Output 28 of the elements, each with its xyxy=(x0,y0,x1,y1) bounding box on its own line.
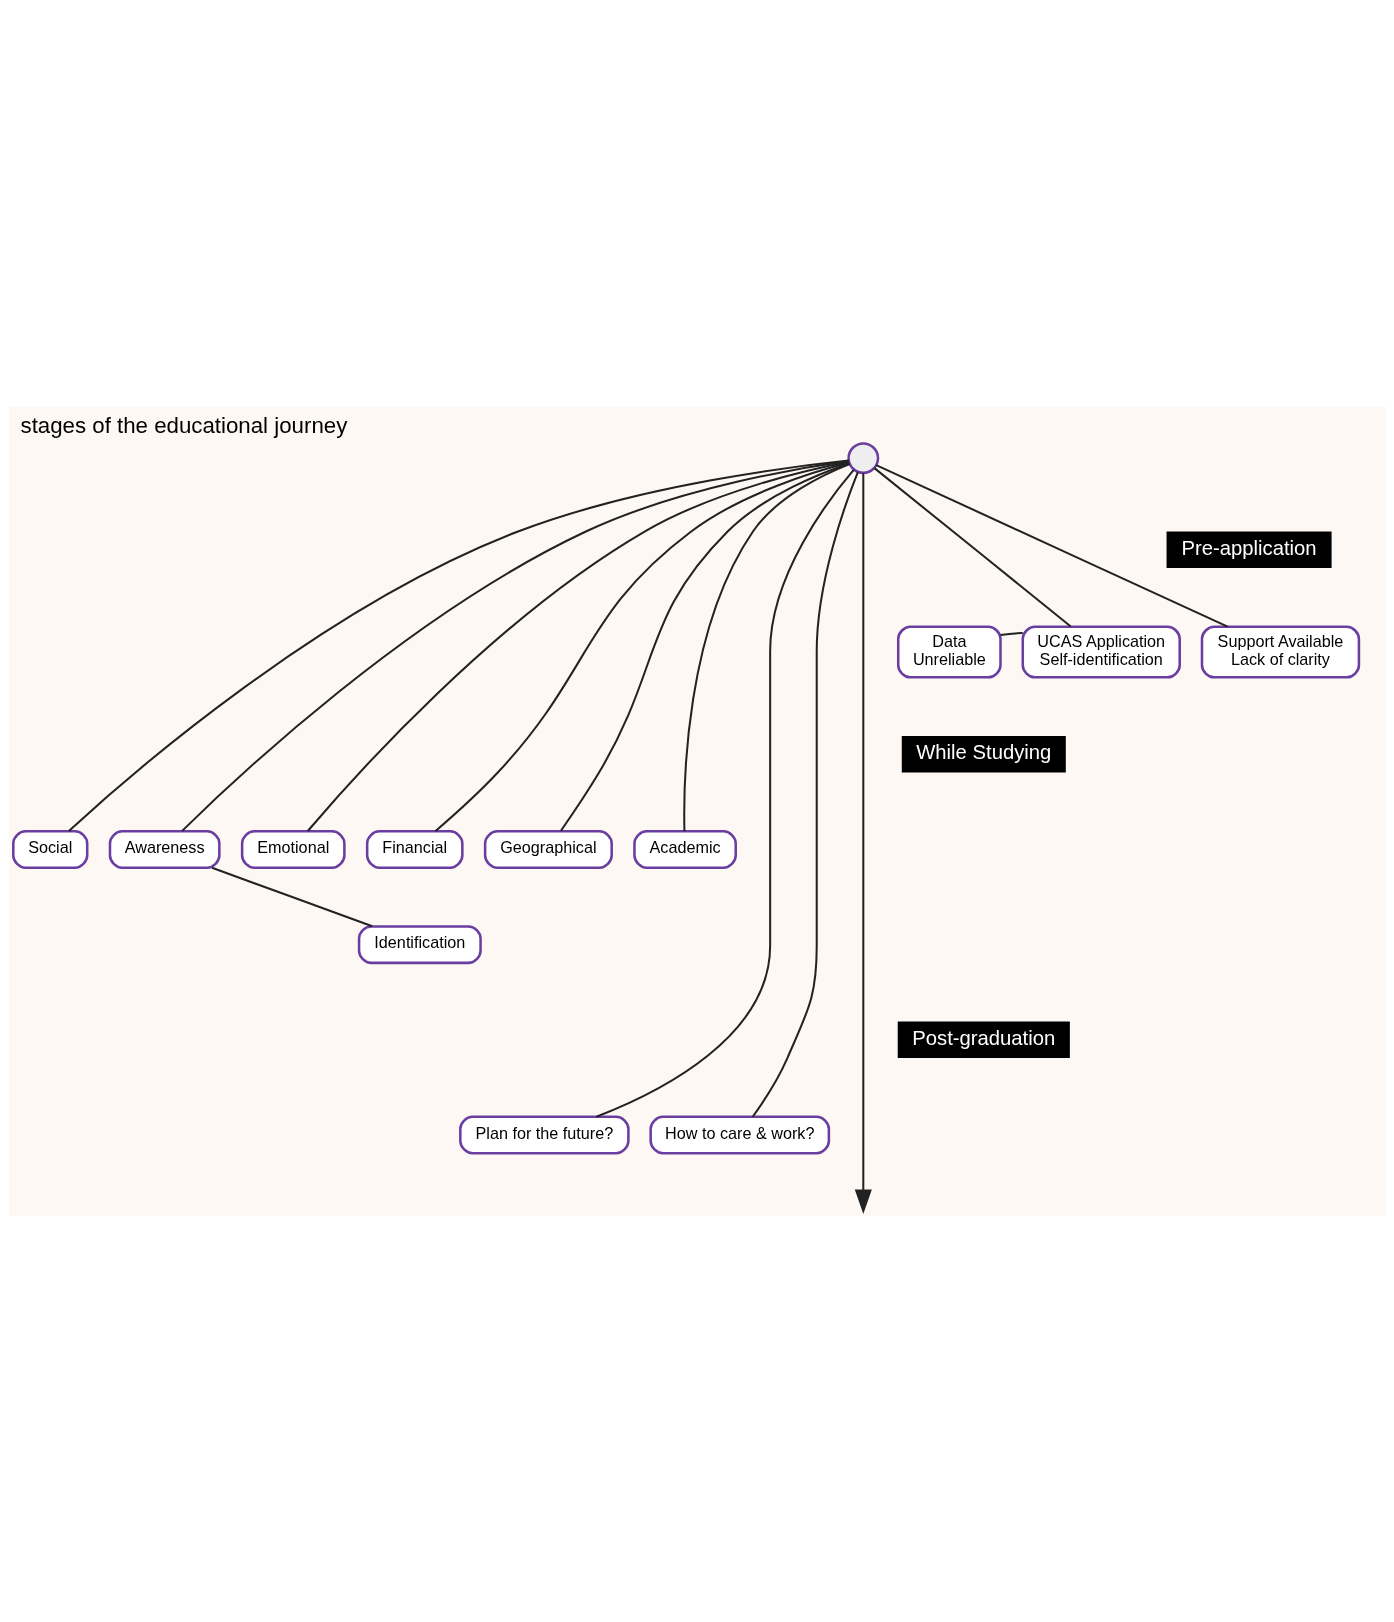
node-box: Financial xyxy=(365,829,464,869)
connector xyxy=(434,461,849,832)
connector xyxy=(595,468,854,1118)
connector xyxy=(875,463,1228,628)
connector xyxy=(559,462,850,832)
node-box: Awareness xyxy=(108,829,221,869)
arrow xyxy=(854,472,872,1214)
node-box: Data Unreliable xyxy=(896,624,1002,679)
node-box: Academic xyxy=(632,829,737,869)
node-box: Social xyxy=(11,829,88,869)
node-box: Support Available Lack of clarity xyxy=(1200,624,1360,679)
node-circle xyxy=(846,441,879,474)
node-box: Emotional xyxy=(240,829,346,869)
label: Pre-application xyxy=(1181,536,1317,559)
connector xyxy=(751,471,859,1117)
node-box: How to care & work? xyxy=(648,1115,830,1154)
connector xyxy=(682,462,850,831)
label: While Studying xyxy=(915,740,1051,763)
node-box: Identification xyxy=(357,924,482,964)
node-box: UCAS Application Self-identification xyxy=(1021,624,1181,679)
diagram-title: stages of the educational journey xyxy=(20,412,347,438)
node-box: Plan for the future? xyxy=(458,1115,630,1154)
connector xyxy=(211,866,373,927)
connector xyxy=(1000,631,1023,636)
node-box: Geographical xyxy=(483,829,613,869)
connector xyxy=(873,466,1071,627)
label: Post-graduation xyxy=(911,1026,1055,1049)
connector xyxy=(306,460,849,832)
